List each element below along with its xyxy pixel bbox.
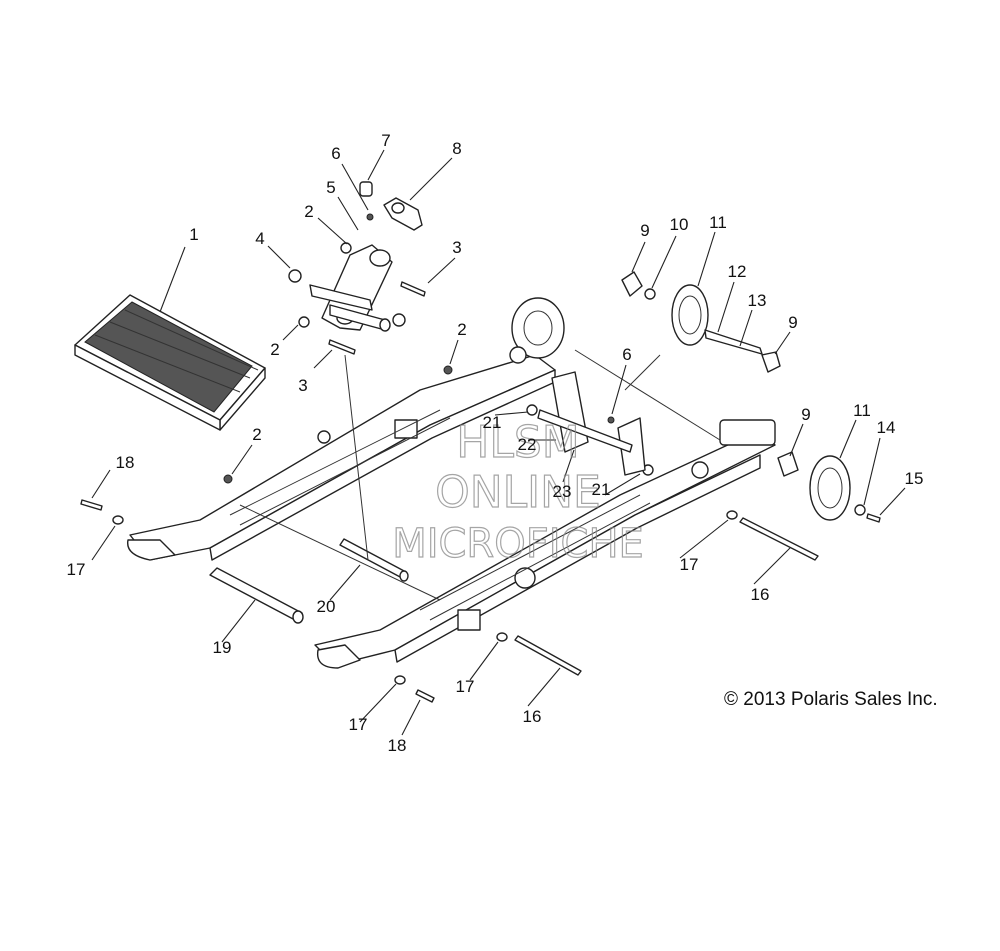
right-rail — [314, 419, 776, 669]
watermark-line-1: HLSM — [456, 417, 580, 468]
phantom-lines — [239, 349, 721, 601]
leader-lines — [91, 149, 906, 736]
callout-22: 22 — [518, 435, 537, 454]
callout-17: 17 — [680, 555, 699, 574]
callout-6: 6 — [622, 345, 631, 364]
callout-8: 8 — [452, 139, 461, 158]
callout-7: 7 — [381, 131, 390, 150]
callout-2: 2 — [457, 320, 466, 339]
callout-9: 9 — [640, 221, 649, 240]
callout-2: 2 — [252, 425, 261, 444]
watermark-line-2: ONLINE — [435, 467, 601, 518]
callout-17: 17 — [456, 677, 475, 696]
callout-19: 19 — [213, 638, 232, 657]
callout-2: 2 — [304, 202, 313, 221]
rear-bracket — [537, 371, 646, 476]
callout-9: 9 — [788, 313, 797, 332]
callout-23: 23 — [553, 482, 572, 501]
callout-17: 17 — [67, 560, 86, 579]
callout-14: 14 — [877, 418, 896, 437]
callout-18: 18 — [116, 453, 135, 472]
callout-3: 3 — [452, 238, 461, 257]
callout-16: 16 — [523, 707, 542, 726]
left-rail — [126, 297, 565, 561]
callout-10: 10 — [670, 215, 689, 234]
callout-15: 15 — [905, 469, 924, 488]
callout-2: 2 — [270, 340, 279, 359]
part-1-wear-pad — [74, 294, 266, 431]
callout-5: 5 — [326, 178, 335, 197]
callout-21: 21 — [592, 480, 611, 499]
idler-wheel-assembly — [621, 271, 881, 523]
callout-4: 4 — [255, 229, 264, 248]
copyright-notice: © 2013 Polaris Sales Inc. — [724, 689, 938, 710]
callout-6: 6 — [331, 144, 340, 163]
callout-16: 16 — [751, 585, 770, 604]
callout-3: 3 — [298, 376, 307, 395]
watermark: HLSM ONLINE MICROFICHE — [392, 416, 645, 567]
cross-shafts — [80, 499, 819, 703]
washers — [112, 288, 866, 685]
callout-11: 11 — [853, 401, 871, 420]
torque-arm-assembly — [288, 181, 426, 355]
callout-17: 17 — [349, 715, 368, 734]
callout-12: 12 — [728, 262, 747, 281]
callout-1: 1 — [189, 225, 198, 244]
callout-13: 13 — [748, 291, 767, 310]
callout-9: 9 — [801, 405, 810, 424]
callout-labels: 1 2 2 2 2 21 3 3 4 5 6 6 7 8 9 9 9 10 11… — [67, 131, 924, 755]
callout-20: 20 — [317, 597, 336, 616]
callout-21: 21 — [483, 413, 502, 432]
callout-11: 11 — [709, 213, 727, 232]
callout-18: 18 — [388, 736, 407, 755]
watermark-line-3: MICROFICHE — [392, 521, 644, 567]
